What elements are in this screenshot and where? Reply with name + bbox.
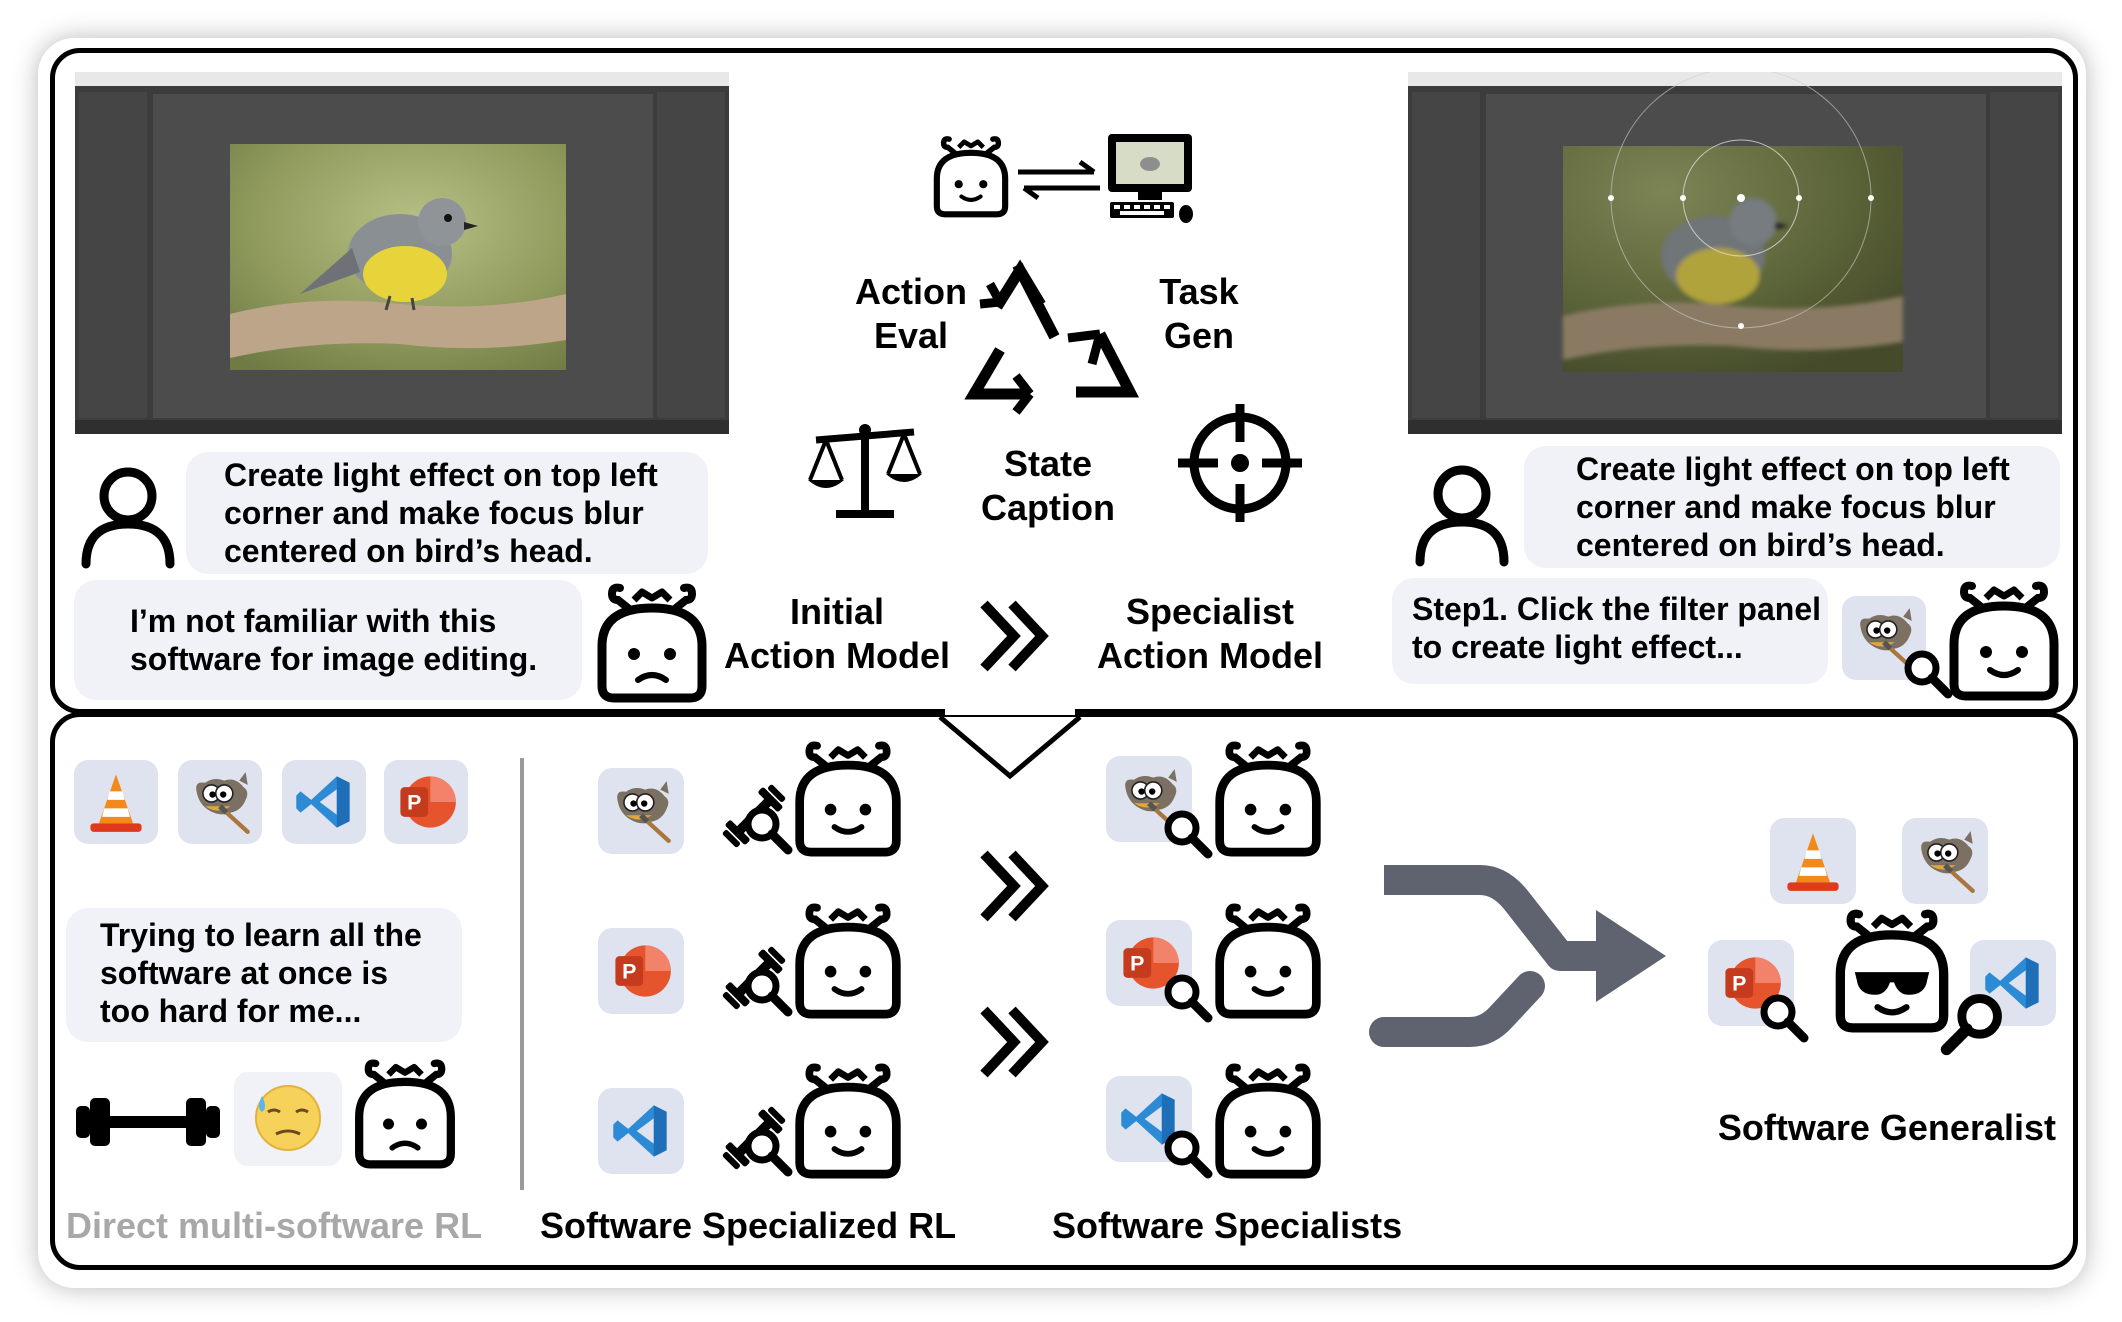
robot-happy-icon: [790, 902, 906, 1018]
magnifier-icon: [746, 1130, 796, 1180]
vscode-icon: [613, 1105, 667, 1157]
robot-happy-icon: [1210, 902, 1326, 1018]
scale-icon: [808, 424, 922, 518]
initial-reply-text: I’m not familiar with this software for …: [130, 603, 538, 677]
gimp-screenshot-right: [1408, 72, 2062, 434]
powerpoint-icon: [615, 945, 671, 997]
action-eval-label: Action Eval: [855, 271, 967, 356]
robot-happy-icon: [790, 1062, 906, 1178]
sweat-emoji-icon: [255, 1085, 321, 1151]
user-request-bubble-right: Create light effect on top left corner a…: [1524, 446, 2060, 568]
specialist-reply-bubble: Step1. Click the filter panel to create …: [1392, 578, 1828, 684]
robot-cool-icon: [1830, 908, 1954, 1032]
initial-reply-bubble: I’m not familiar with this software for …: [74, 580, 582, 700]
callout-notch: [938, 700, 1082, 780]
gimp-icon: [1913, 829, 1977, 893]
merge-arrow-icon: [1369, 865, 1666, 1047]
vscode-icon: [296, 776, 350, 828]
specialized-rl-label: Software Specialized RL: [540, 1205, 957, 1246]
struggle-text: Trying to learn all the software at once…: [100, 917, 422, 1029]
direct-rl-label: Direct multi-software RL: [66, 1205, 483, 1246]
gimp-icon: [609, 779, 673, 843]
vlc-icon: [1787, 833, 1839, 891]
powerpoint-icon: [400, 776, 456, 828]
magnifier-icon: [1166, 976, 1216, 1026]
robot-happy-icon: [1944, 580, 2064, 700]
robot-sad-icon: [592, 582, 712, 702]
magnifier-icon: [746, 808, 796, 858]
computer-icon: [1108, 134, 1193, 223]
bird-photo-right: [1563, 72, 1903, 372]
exchange-arrows-icon: [1018, 159, 1100, 201]
task-gen-label: Task Gen: [1159, 271, 1239, 356]
user-request-text-right: Create light effect on top left corner a…: [1576, 451, 2010, 563]
crosshair-icon: [1178, 404, 1302, 522]
robot-happy-icon: [1210, 1062, 1326, 1178]
gimp-icon: [188, 770, 252, 834]
robot-sad-icon: [350, 1058, 460, 1168]
section-divider: [520, 758, 524, 1190]
robot-happy-icon: [790, 740, 906, 856]
vlc-icon: [90, 774, 142, 832]
chevron-right-icon: [978, 850, 1054, 926]
dumbbell-icon: [76, 1098, 220, 1146]
user-request-bubble-left: Create light effect on top left corner a…: [186, 452, 708, 574]
gimp-screenshot-left: [75, 72, 729, 434]
specialist-model-label: Specialist Action Model: [1097, 591, 1323, 676]
robot-happy-icon: [1210, 740, 1326, 856]
struggle-bubble: Trying to learn all the software at once…: [66, 908, 462, 1042]
magnifier-icon: [1166, 812, 1216, 862]
specialist-reply-text: Step1. Click the filter panel to create …: [1412, 591, 1821, 665]
user-icon: [1412, 458, 1512, 568]
magnifier-icon: [746, 970, 796, 1020]
magnifier-icon: [1166, 1132, 1216, 1182]
user-request-text-left: Create light effect on top left corner a…: [224, 457, 658, 569]
state-caption-label: State Caption: [981, 443, 1115, 528]
user-icon: [78, 460, 178, 570]
bird-photo-left: [230, 144, 566, 370]
initial-model-label: Initial Action Model: [724, 591, 950, 676]
specialists-label: Software Specialists: [1052, 1205, 1403, 1246]
recycle-arrows-icon: [964, 259, 1140, 415]
robot-icon: [930, 130, 1012, 222]
magnifier-icon: [1762, 996, 1818, 1052]
generalist-label: Software Generalist: [1717, 1107, 2056, 1148]
chevron-right-icon: [978, 1006, 1054, 1082]
chevron-right-icon: [978, 600, 1054, 676]
